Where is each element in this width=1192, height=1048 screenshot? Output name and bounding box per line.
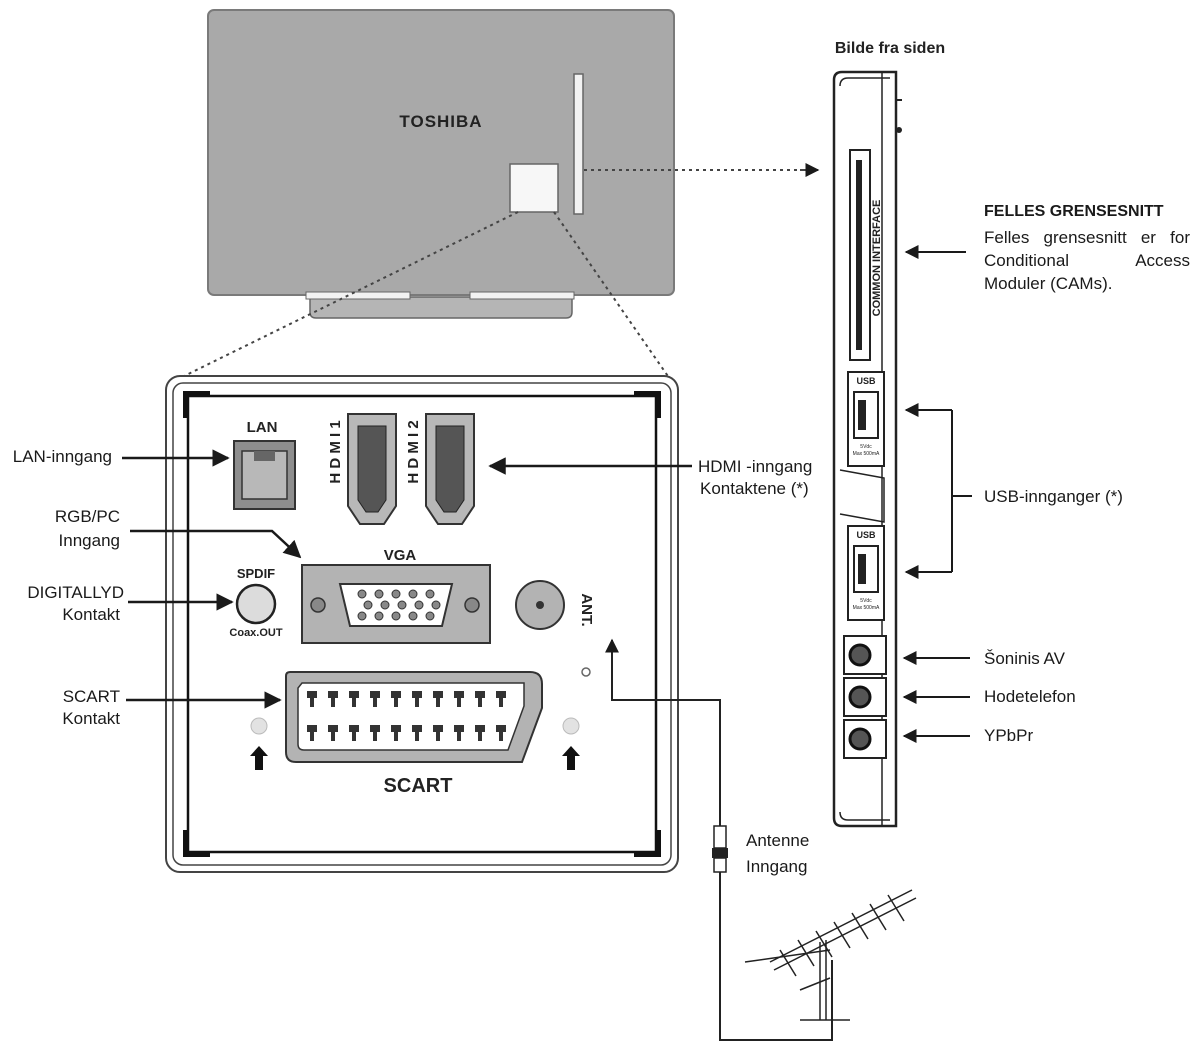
tv-brand-logo: TOSHIBA: [399, 112, 482, 131]
antenna-callout-line1: Antenne: [746, 831, 810, 850]
rgb-pc-callout-line2: Inngang: [58, 531, 120, 550]
ci-callout-title: FELLES GRENSESNITT: [984, 203, 1164, 220]
scart-pin: [349, 725, 359, 741]
scart-pin: [475, 691, 485, 707]
scart-pin: [349, 691, 359, 707]
digital-audio-callout-line1: DIGITALLYD: [27, 583, 124, 602]
vga-pin: [397, 600, 407, 610]
scart-pin: [328, 691, 338, 707]
usb-inputs-callout: USB-innganger (*): [984, 487, 1123, 506]
digital-audio-callout-line2: Kontakt: [62, 605, 120, 624]
vga-pin: [408, 611, 418, 621]
scart-pin: [475, 725, 485, 741]
lan-input-callout: LAN-inngang: [12, 447, 112, 466]
scart-pin: [433, 725, 443, 741]
spdif-port: [235, 583, 277, 625]
ypbpr-callout: YPbPr: [984, 726, 1034, 745]
hdmi-callout-line2: Kontaktene (*): [700, 479, 809, 498]
scart-pin: [391, 691, 401, 707]
usb1-rating-2: Max 500mA: [853, 451, 880, 457]
usb2-port-label: USB: [856, 530, 876, 540]
zoom-lines: [171, 169, 800, 383]
scart-pin: [433, 691, 443, 707]
scart-pin: [307, 725, 317, 741]
ci-slot-text: COMMON INTERFACE: [871, 200, 883, 317]
lan-port: [233, 440, 296, 510]
scart-pin: [454, 725, 464, 741]
scart-pin: [412, 691, 422, 707]
spdif-label: SPDIF: [237, 566, 275, 581]
ci-callout-description: Felles grensesnitt er for Conditional Ac…: [984, 228, 1190, 293]
usb2-rating-2: Max 500mA: [853, 605, 880, 611]
side-view-title: Bilde fra siden: [835, 40, 945, 57]
tv-back: [207, 9, 675, 319]
vga-pin: [414, 600, 424, 610]
antenna-cable: [605, 638, 833, 1041]
vga-pin: [425, 589, 435, 599]
scart-callout-line1: SCART: [62, 687, 120, 706]
vga-pin: [363, 600, 373, 610]
vga-label: VGA: [384, 547, 417, 564]
scart-label: SCART: [384, 775, 453, 797]
scart-pin: [496, 725, 506, 741]
vga-pin: [408, 589, 418, 599]
scart-pin: [391, 725, 401, 741]
antenna-callout-line2: Inngang: [746, 857, 808, 876]
left-callout-arrows: [122, 449, 692, 709]
scart-pin: [454, 691, 464, 707]
vga-pin: [357, 611, 367, 621]
vga-pin: [391, 611, 401, 621]
side-av-callout: Šoninis AV: [984, 649, 1065, 668]
scart-pin: [370, 691, 380, 707]
ant-label: ANT.: [578, 593, 595, 626]
hdmi-port-2: [425, 413, 475, 525]
vga-pin: [431, 600, 441, 610]
vga-pin: [391, 589, 401, 599]
usb1-rating-1: 5Vdc: [860, 444, 872, 450]
scart-pin: [307, 691, 317, 707]
hdmi2-label: H D M I 2: [405, 420, 422, 483]
scart-pin: [412, 725, 422, 741]
vga-pin: [357, 589, 367, 599]
antenna-icon: [744, 889, 917, 1021]
usb2-rating-1: 5Vdc: [860, 598, 872, 604]
tv-side-profile: [832, 70, 902, 828]
scart-port: [285, 671, 543, 763]
vga-pin: [380, 600, 390, 610]
vga-pin: [425, 611, 435, 621]
vga-pin: [374, 589, 384, 599]
antenna-socket: [515, 580, 591, 677]
mount-hole-left: [250, 717, 268, 770]
hdmi1-label: H D M I 1: [327, 420, 344, 483]
scart-pin: [370, 725, 380, 741]
scart-pin: [496, 691, 506, 707]
lan-label: LAN: [247, 419, 278, 436]
coax-label: Coax.OUT: [229, 627, 282, 639]
right-callout-arrows: [902, 245, 972, 743]
vga-port: [301, 564, 491, 644]
scart-callout-line2: Kontakt: [62, 709, 120, 728]
rgb-pc-callout-line1: RGB/PC: [54, 507, 120, 526]
hdmi-callout-line1: HDMI -inngang: [698, 457, 813, 476]
vga-pin: [374, 611, 384, 621]
mount-hole-right: [562, 717, 580, 770]
scart-pin: [328, 725, 338, 741]
hdmi-port-1: [347, 413, 397, 525]
usb1-port-label: USB: [856, 376, 876, 386]
headphone-callout: Hodetelefon: [984, 687, 1076, 706]
